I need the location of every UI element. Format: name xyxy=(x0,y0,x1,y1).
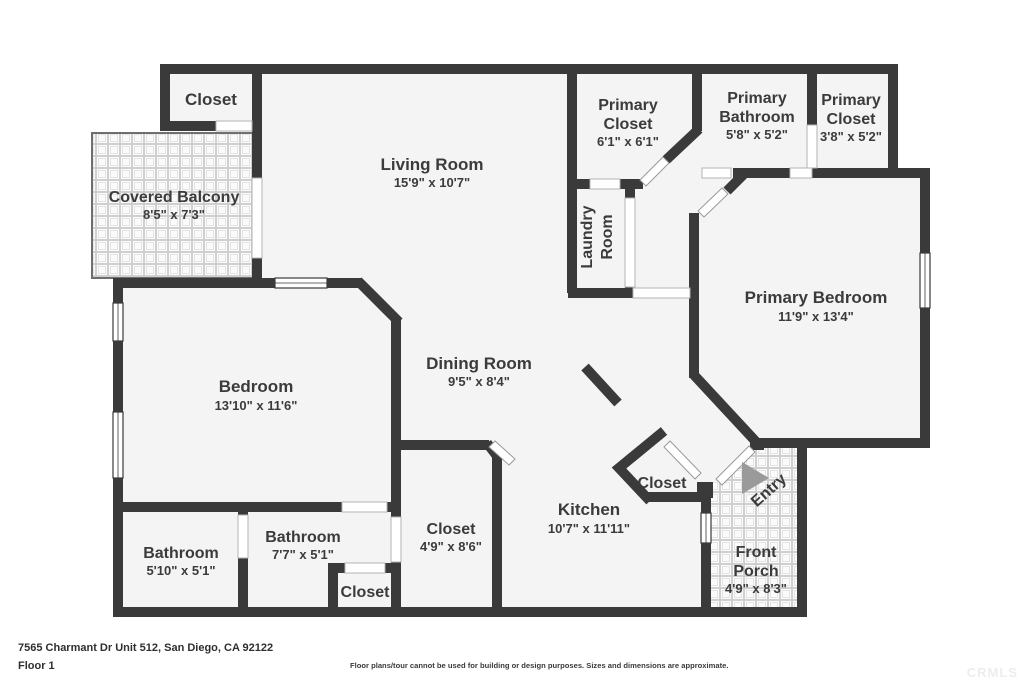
front-porch-floor xyxy=(706,443,802,612)
door-opening xyxy=(639,156,670,187)
closet-small-label: Closet xyxy=(341,584,391,601)
door-opening xyxy=(488,440,516,466)
covered-balcony-label: Covered Balcony xyxy=(109,189,240,206)
room-labels: Closet Covered Balcony 8'5" x 7'3" Livin… xyxy=(109,90,888,601)
front-porch-label-2: Porch xyxy=(733,563,778,580)
door-opening xyxy=(215,120,253,132)
kitchen-label: Kitchen xyxy=(558,500,620,519)
door-opening xyxy=(624,197,636,288)
bedroom-dims: 13'10" x 11'6" xyxy=(215,398,298,413)
diagonal-doors xyxy=(488,156,756,486)
entry-arrow-icon xyxy=(742,462,769,494)
door-opening xyxy=(697,187,729,218)
footer: 7565 Charmant Dr Unit 512, San Diego, CA… xyxy=(18,642,1018,680)
covered-balcony-dims: 8'5" x 7'3" xyxy=(143,207,205,222)
primary-closet-a-dims: 6'1" x 6'1" xyxy=(597,134,659,149)
primary-closet-b-label-2: Closet xyxy=(827,111,877,128)
closet-mid-label: Closet xyxy=(427,521,477,538)
laundry-room-label-2: Room xyxy=(599,214,616,259)
doors xyxy=(215,120,818,574)
door-opening xyxy=(390,516,402,563)
address-line: 7565 Charmant Dr Unit 512, San Diego, CA… xyxy=(18,642,273,654)
closet-top-left-label: Closet xyxy=(185,90,237,109)
primary-closet-a-label-2: Closet xyxy=(604,116,654,133)
primary-closet-a-label-1: Primary xyxy=(598,97,658,114)
primary-bathroom-dims: 5'8" x 5'2" xyxy=(726,127,788,142)
door-opening xyxy=(789,167,813,179)
door-opening xyxy=(806,124,818,169)
closet-mid-dims: 4'9" x 8'6" xyxy=(420,539,482,554)
window xyxy=(919,252,931,309)
dining-room-label: Dining Room xyxy=(426,354,532,373)
door-opening xyxy=(237,514,249,559)
door-opening xyxy=(632,287,691,299)
bathroom-a-dims: 5'10" x 5'1" xyxy=(146,563,215,578)
dining-room-dims: 9'5" x 8'4" xyxy=(448,374,510,389)
primary-closet-b-label-1: Primary xyxy=(821,92,881,109)
living-room-dims: 15'9" x 10'7" xyxy=(394,175,470,190)
window xyxy=(112,302,124,342)
bathroom-b-label: Bathroom xyxy=(265,529,341,546)
door-opening xyxy=(341,501,388,513)
front-porch-label-1: Front xyxy=(736,544,778,561)
disclaimer-text: Floor plans/tour cannot be used for buil… xyxy=(350,661,728,670)
primary-bedroom-label: Primary Bedroom xyxy=(745,288,888,307)
kitchen-dims: 10'7" x 11'11" xyxy=(548,521,630,536)
door-opening xyxy=(715,445,756,486)
door-opening xyxy=(344,562,386,574)
bathroom-a-label: Bathroom xyxy=(143,545,219,562)
front-porch-dims: 4'9" x 8'3" xyxy=(725,581,787,596)
bedroom-label: Bedroom xyxy=(219,377,294,396)
living-room-label: Living Room xyxy=(381,155,484,174)
bathroom-b-dims: 7'7" x 5'1" xyxy=(272,547,334,562)
window xyxy=(700,512,712,544)
laundry-room-label-1: Laundry xyxy=(579,205,596,268)
primary-closet-b-dims: 3'8" x 5'2" xyxy=(820,129,882,144)
door-opening xyxy=(251,177,263,259)
primary-bathroom-label-2: Bathroom xyxy=(719,109,795,126)
primary-bathroom-label-1: Primary xyxy=(727,90,787,107)
door-opening xyxy=(663,440,702,480)
windows xyxy=(112,252,931,544)
floor-label: Floor 1 xyxy=(18,660,55,672)
window xyxy=(274,277,328,289)
watermark: CRMLS xyxy=(967,665,1018,680)
door-opening xyxy=(701,167,732,179)
window xyxy=(112,411,124,479)
primary-bedroom-dims: 11'9" x 13'4" xyxy=(778,309,854,324)
door-opening xyxy=(589,178,621,190)
closet-hall-label: Closet xyxy=(638,475,688,492)
